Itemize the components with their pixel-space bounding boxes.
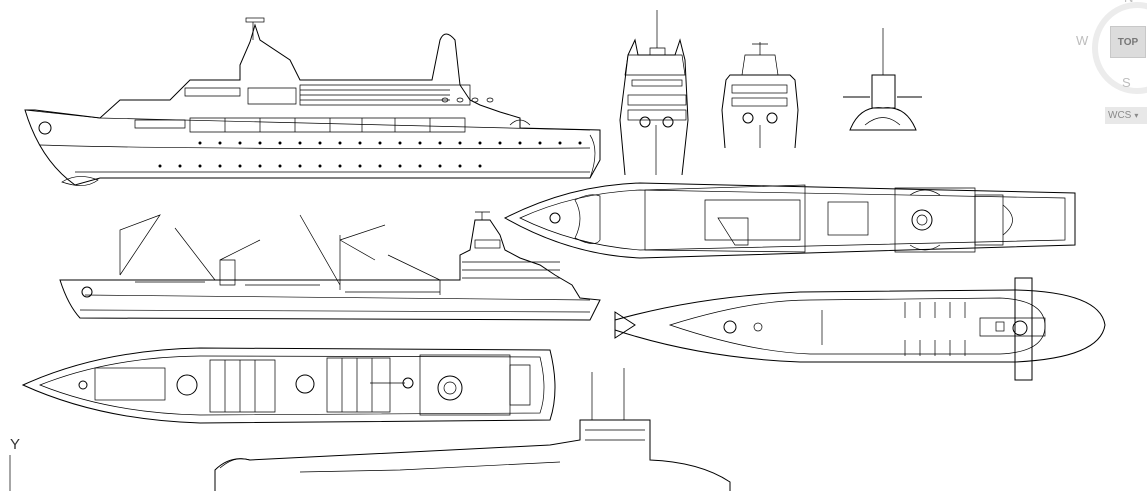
compass-south-label[interactable]: S: [1122, 75, 1131, 90]
submarine-plan-view: [614, 277, 1106, 381]
submarine-front-view: [843, 28, 922, 131]
viewcube-top-face[interactable]: TOP: [1110, 26, 1146, 58]
cruise-ship-plan-view: [503, 182, 1076, 259]
freighter-front-view: [721, 42, 799, 149]
porthole-row: [158, 141, 582, 168]
cruise-ship-front-view: [619, 10, 689, 176]
cargo-ship-side-view: [59, 211, 601, 321]
cargo-ship-plan-view: [21, 347, 556, 424]
wcs-label: WCS: [1108, 110, 1132, 121]
ucs-y-axis-label: Y: [10, 436, 21, 453]
compass-north-label[interactable]: N: [1124, 0, 1133, 5]
submarine-side-view: [214, 368, 731, 491]
wcs-menu-button[interactable]: WCS ▾: [1105, 107, 1147, 124]
chevron-down-icon: ▾: [1134, 111, 1139, 120]
cruise-ship-side-view: [24, 17, 601, 186]
compass-west-label[interactable]: W: [1076, 33, 1089, 48]
viewcube[interactable]: N W S TOP WCS ▾: [1070, 0, 1147, 130]
